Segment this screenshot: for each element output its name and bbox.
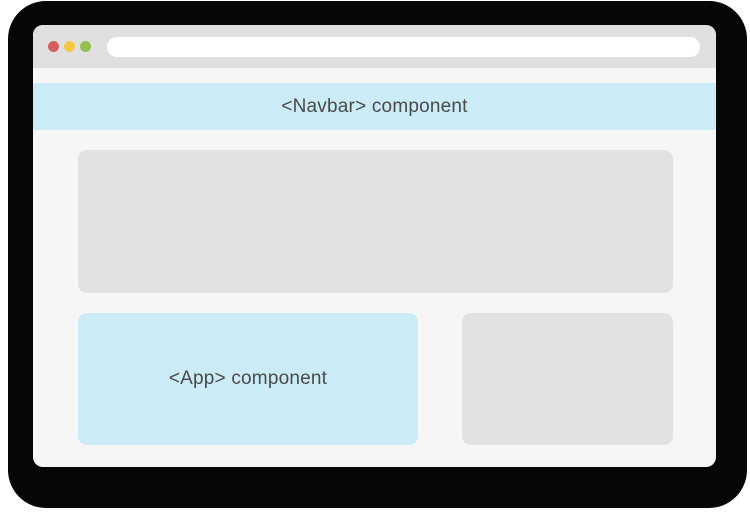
navbar-component-label: <Navbar> component: [281, 95, 468, 117]
hero-placeholder-box: [78, 150, 673, 293]
browser-toolbar: [33, 25, 716, 68]
address-bar: [107, 36, 700, 57]
close-window-icon: [48, 41, 59, 52]
minimize-window-icon: [64, 41, 75, 52]
app-component-region: <App> component: [78, 313, 418, 445]
app-component-label: <App> component: [168, 368, 328, 389]
maximize-window-icon: [80, 41, 91, 52]
sidebar-placeholder-box: [462, 313, 673, 445]
browser-window-mockup: <Navbar> component <App> component: [33, 25, 716, 467]
traffic-lights: [48, 41, 91, 52]
navbar-component-region: <Navbar> component: [33, 83, 716, 130]
